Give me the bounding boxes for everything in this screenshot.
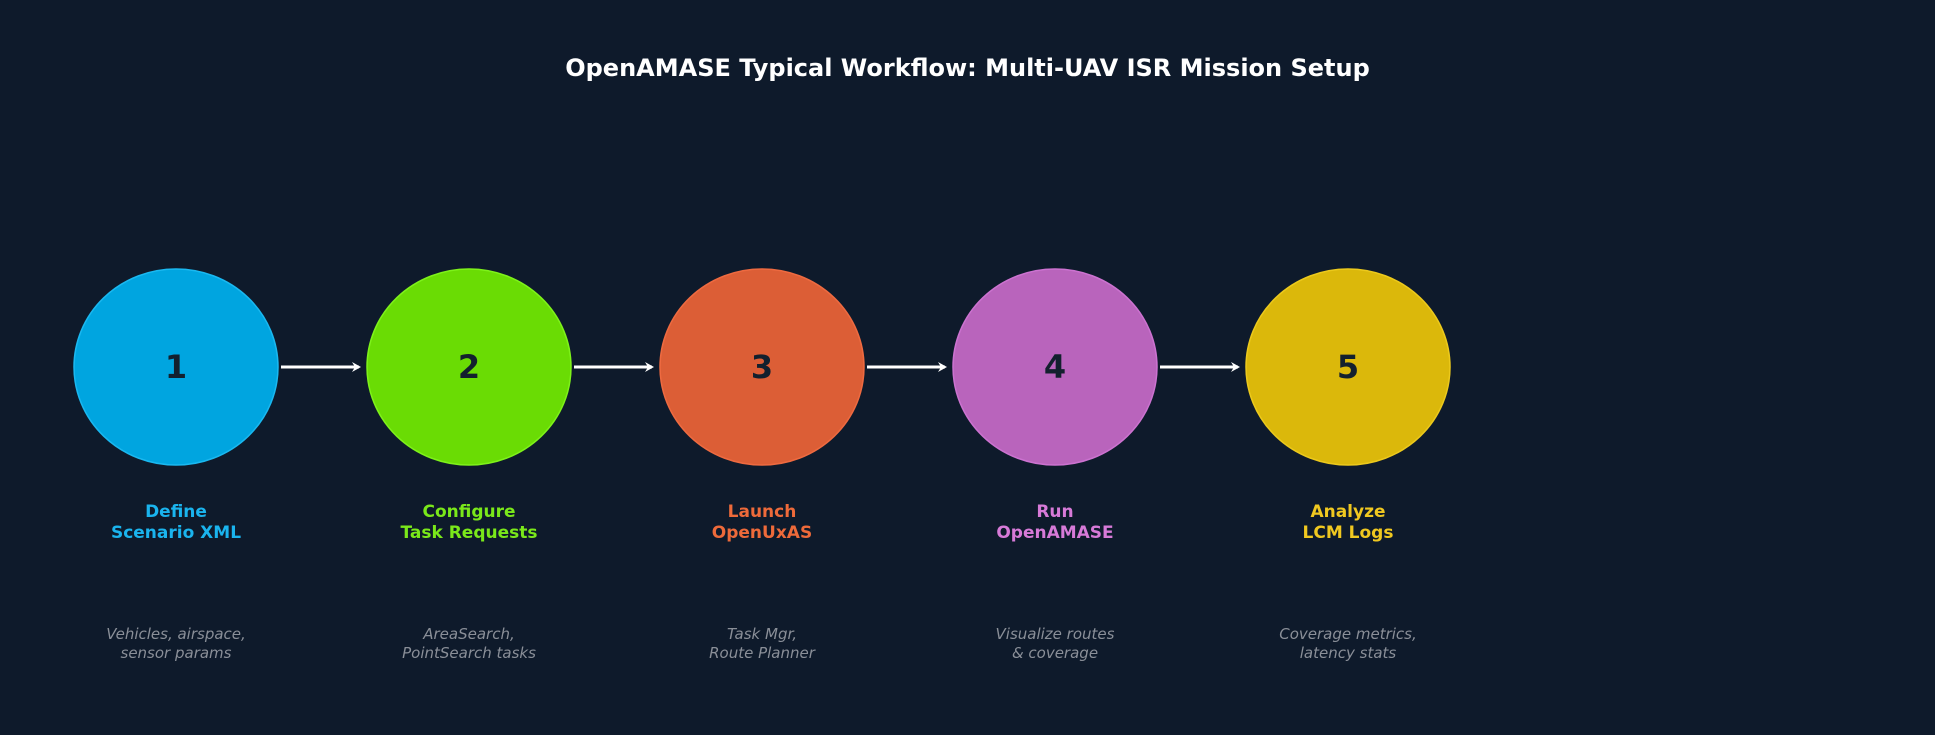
step-description-line: & coverage [1011, 644, 1099, 662]
step-node-1: 1 [73, 268, 279, 466]
step-label-line: OpenUxAS [711, 523, 813, 543]
step-description: Coverage metrics,latency stats [1218, 625, 1478, 663]
step-label-line: Task Requests [400, 523, 538, 543]
step-description: Vehicles, airspace,sensor params [46, 625, 306, 663]
step-label-line: Launch [727, 502, 797, 522]
step-circle [73, 268, 279, 466]
step-circle [366, 268, 572, 466]
step-description-line: Coverage metrics, [1279, 625, 1417, 643]
step-circle [1245, 268, 1451, 466]
step-circle [952, 268, 1158, 466]
step-number: 2 [458, 348, 480, 386]
step-description-line: sensor params [120, 644, 232, 662]
step-number: 1 [165, 348, 187, 386]
step-label-line: OpenAMASE [996, 523, 1114, 543]
step-description-line: PointSearch tasks [402, 644, 536, 662]
step-node-3: 3 [659, 268, 865, 466]
diagram-title: OpenAMASE Typical Workflow: Multi-UAV IS… [565, 54, 1370, 82]
step-node-4: 4 [952, 268, 1158, 466]
step-circle [659, 268, 865, 466]
step-number: 5 [1337, 348, 1359, 386]
step-description: Visualize routes& coverage [925, 625, 1185, 663]
step-description-line: latency stats [1299, 644, 1397, 662]
step-label-line: Run [1036, 502, 1074, 522]
step-node-5: 5 [1245, 268, 1451, 466]
step-label-line: Analyze [1310, 502, 1386, 522]
step-description-line: Task Mgr, [726, 625, 798, 643]
step-description: AreaSearch,PointSearch tasks [339, 625, 599, 663]
step-node-2: 2 [366, 268, 572, 466]
step-description-line: Vehicles, airspace, [106, 625, 246, 643]
step-description-line: Route Planner [709, 644, 815, 662]
step-number: 3 [751, 348, 773, 386]
step-label-line: LCM Logs [1302, 523, 1394, 543]
step-number: 4 [1044, 348, 1066, 386]
step-description-line: AreaSearch, [423, 625, 515, 643]
step-description: Task Mgr,Route Planner [632, 625, 892, 663]
step-description-line: Visualize routes [995, 625, 1115, 643]
step-label-line: Scenario XML [110, 523, 242, 543]
step-label-line: Configure [422, 502, 516, 522]
step-label-line: Define [145, 502, 207, 522]
